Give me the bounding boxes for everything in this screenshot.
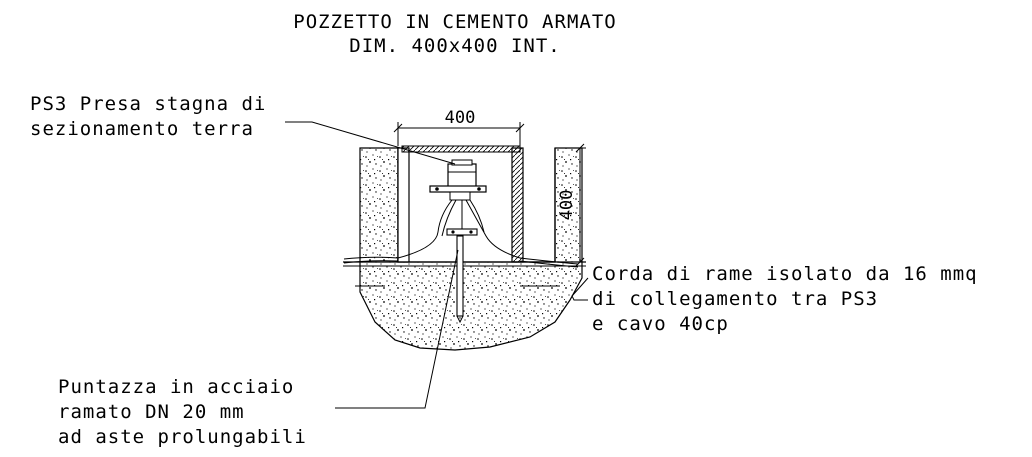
height-dimension bbox=[572, 143, 586, 267]
pit-cover bbox=[401, 145, 521, 153]
cable-clamp bbox=[446, 228, 478, 236]
title-line-2: DIM. 400x400 INT. bbox=[349, 35, 560, 57]
title-line-1: POZZETTO IN CEMENTO ARMATO bbox=[293, 11, 616, 33]
corda-label-line-3: e cavo 40cp bbox=[592, 313, 729, 335]
copper-cables bbox=[343, 199, 579, 268]
ps3-socket bbox=[429, 159, 487, 201]
width-dimension bbox=[393, 122, 525, 146]
leader-lines bbox=[285, 121, 589, 409]
puntazza-label-line-2: ramato DN 20 mm bbox=[58, 401, 245, 423]
puntazza-label-line-3: ad aste prolungabili bbox=[58, 426, 307, 448]
puntazza-label-line-1: Puntazza in acciaio bbox=[58, 376, 294, 398]
corda-label-line-1: Corda di rame isolato da 16 mmq bbox=[592, 263, 978, 285]
width-dimension-label: 400 bbox=[445, 108, 476, 128]
height-dimension-label: 400 bbox=[557, 190, 577, 221]
ps3-label-line-1: PS3 Presa stagna di bbox=[30, 93, 266, 115]
corda-label-line-2: di collegamento tra PS3 bbox=[592, 288, 878, 310]
earth-rod bbox=[456, 235, 464, 324]
ps3-label-line-2: sezionamento terra bbox=[30, 118, 254, 140]
